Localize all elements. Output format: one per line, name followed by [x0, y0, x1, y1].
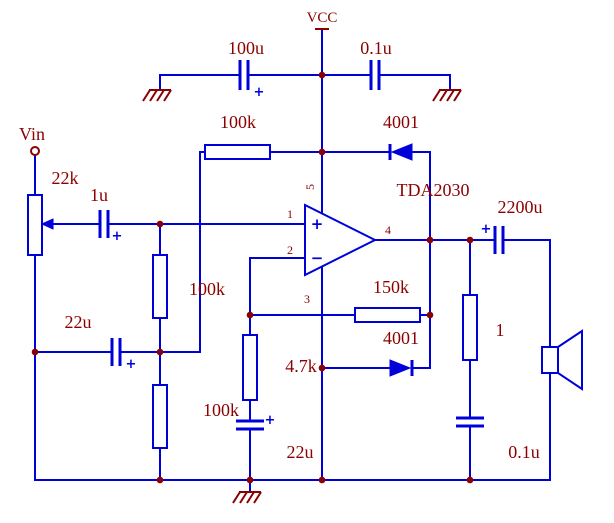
vin-terminal — [30, 146, 40, 156]
ic-name-label: TDA2030 — [397, 180, 470, 200]
ground-hatch — [149, 89, 158, 102]
resistor-feedback-body — [354, 307, 421, 323]
junction-dot — [246, 476, 254, 484]
potentiometer-body — [27, 194, 43, 256]
capacitor-zobel — [456, 416, 484, 428]
junction-dot — [156, 476, 164, 484]
pin-label-noninv: 1 — [287, 207, 293, 221]
diode-triangle — [389, 359, 412, 377]
label-diode-bottom: 4001 — [383, 328, 419, 348]
label-c-zobel: 0.1u — [508, 442, 540, 462]
junction-dot — [318, 71, 326, 79]
speaker-horn — [557, 329, 583, 391]
junction-dot — [246, 311, 254, 319]
opamp-inverting-mark: − — [311, 249, 324, 267]
opamp-triangle — [304, 203, 378, 277]
pin-label-out: 4 — [385, 223, 391, 237]
capacitor-input — [98, 210, 110, 238]
ground-hatch — [156, 89, 165, 102]
wire-inv-input — [249, 257, 306, 316]
capacitor-bias — [110, 338, 122, 366]
pin-label-gnd: 3 — [304, 292, 310, 306]
resistor-zobel-body — [462, 294, 478, 361]
ground-hatch — [439, 89, 448, 102]
capacitor-supply-bulk — [238, 60, 250, 90]
diode-triangle — [390, 143, 413, 161]
ground-hatch — [232, 491, 241, 504]
plus-mark-c-gain: + — [265, 413, 276, 428]
resistor-bias-mid-body — [152, 254, 168, 319]
polarity-marks: + + + + + — [112, 85, 492, 428]
diode-gnd-to-output — [389, 359, 414, 377]
ground-hatch — [432, 89, 441, 102]
plus-mark-c-bias: + — [126, 357, 137, 372]
label-c-input: 1u — [90, 185, 108, 205]
wires — [34, 28, 551, 493]
pin-label-vcc: 5 — [303, 184, 317, 190]
ground-hatch — [163, 89, 172, 102]
pin-numbers: 1 2 3 4 5 — [287, 184, 391, 306]
speaker-frame — [541, 346, 559, 374]
junction-dot — [318, 364, 326, 372]
junction-dot — [318, 476, 326, 484]
capacitor-supply-hf — [369, 60, 381, 90]
capacitor-gain — [236, 419, 264, 431]
resistor-bias-top-body — [204, 144, 271, 160]
junction-dot — [426, 236, 434, 244]
plus-mark-c-input: + — [112, 229, 123, 244]
plus-mark-c-output: + — [481, 222, 492, 237]
label-c-output: 2200u — [498, 197, 543, 217]
ground-icon-bottom — [232, 491, 262, 504]
ground-hatch — [142, 89, 151, 102]
vin-label: Vin — [19, 124, 45, 144]
ground-hatch — [453, 89, 462, 102]
vcc-label: VCC — [307, 10, 338, 26]
label-pot: 22k — [52, 168, 79, 188]
junction-dot — [156, 348, 164, 356]
opamp-noninverting-mark: + — [311, 215, 324, 233]
label-r-feedback: 150k — [373, 277, 409, 297]
labels: VCC 100u 0.1u 100k 4001 Vin 22k 1u TDA20… — [19, 10, 542, 462]
ground-icon-left — [142, 89, 172, 102]
label-c-supply-hf: 0.1u — [360, 38, 392, 58]
ground-icon-right — [432, 89, 462, 102]
ground-hatch — [446, 89, 455, 102]
resistor-bias-bottom-body — [152, 384, 168, 449]
label-c-supply-bulk: 100u — [228, 38, 264, 58]
plus-mark-c-supply-bulk: + — [254, 85, 265, 100]
junction-dot — [466, 236, 474, 244]
junction-dot — [426, 311, 434, 319]
label-r-bias-bottom: 100k — [203, 400, 239, 420]
label-diode-top: 4001 — [383, 112, 419, 132]
label-r-gain: 4.7k — [285, 356, 317, 376]
junction-dot — [31, 348, 39, 356]
junction-dots — [31, 71, 474, 484]
speaker-icon — [541, 329, 583, 391]
potentiometer-wiper-arrow — [40, 218, 54, 230]
ground-hatch — [246, 491, 255, 504]
junction-dot — [318, 148, 326, 156]
wire-bias-top-left — [159, 151, 206, 353]
label-r-zobel: 1 — [496, 320, 505, 340]
resistor-gain-body — [242, 334, 258, 401]
junction-dot — [466, 476, 474, 484]
capacitor-output — [493, 226, 505, 254]
label-c-gain: 22u — [287, 442, 314, 462]
label-r-bias-top: 100k — [220, 112, 256, 132]
ground-hatch — [253, 491, 262, 504]
pin-label-inv: 2 — [287, 243, 293, 257]
label-r-bias-mid: 100k — [189, 279, 225, 299]
label-c-bias: 22u — [65, 312, 92, 332]
junction-dot — [156, 220, 164, 228]
ground-hatch — [239, 491, 248, 504]
diode-output-to-vcc — [388, 143, 413, 161]
